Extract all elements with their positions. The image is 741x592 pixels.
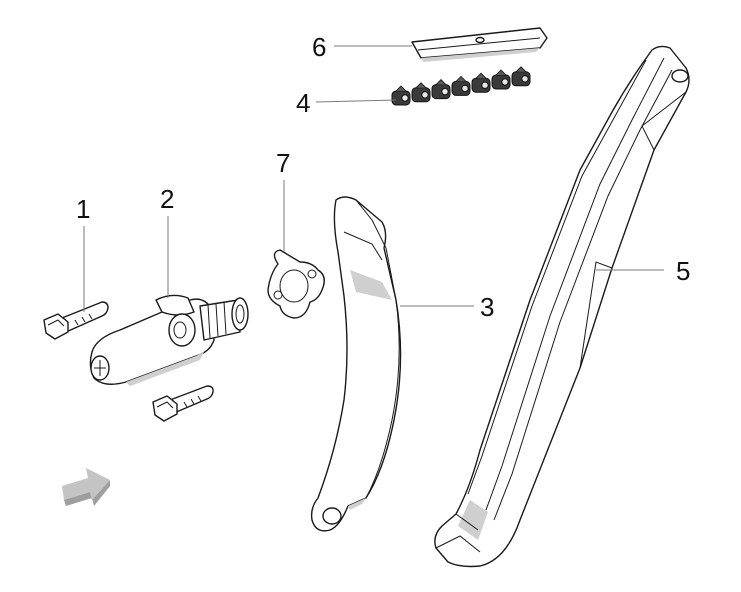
direction-arrow-icon	[62, 468, 110, 506]
part-3-tensioner-guide	[310, 196, 402, 532]
part-1-bolt-lower	[152, 385, 214, 422]
chain-link	[451, 75, 471, 96]
chain-link	[471, 72, 491, 93]
chain-link	[431, 79, 451, 100]
leader-4	[315, 99, 397, 103]
part-2-chain-tensioner	[89, 294, 249, 386]
callout-6: 6	[312, 32, 326, 62]
chain-link	[511, 66, 531, 87]
callout-7: 7	[276, 148, 290, 178]
chain-link	[491, 69, 511, 90]
part-1-bolt	[43, 301, 109, 340]
part-7-gasket	[267, 249, 325, 319]
part-5-chain-guide-rail	[434, 45, 690, 568]
callout-3: 3	[480, 292, 494, 322]
callout-4: 4	[296, 88, 310, 118]
chain-link	[411, 82, 431, 103]
callout-1: 1	[76, 194, 90, 224]
leader-lines	[83, 45, 664, 312]
part-4-timing-chain	[391, 66, 531, 106]
callout-2: 2	[160, 184, 174, 214]
part-6-chain-guide-plate	[411, 27, 548, 62]
callout-labels: 1 2 3 4 5 6 7	[76, 32, 690, 322]
chain-link	[391, 85, 411, 106]
callout-5: 5	[676, 256, 690, 286]
